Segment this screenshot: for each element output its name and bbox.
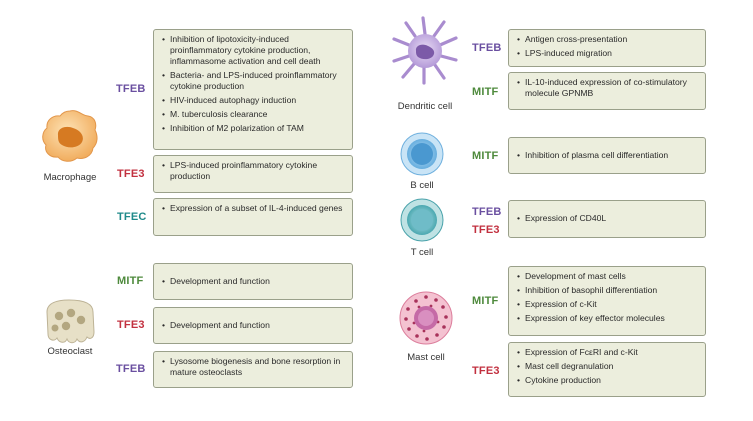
macrophage-tfec-box: Expression of a subset of IL-4-induced g… — [153, 198, 353, 236]
osteoclast-tfeb-box: Lysosome biogenesis and bone resorption … — [153, 351, 353, 388]
macrophage-tfeb-box: Inhibition of lipotoxicity-induced proin… — [153, 29, 353, 150]
tcell-tfeb-label: TFEB — [472, 206, 502, 218]
function-item: IL-10-induced expression of co-stimulato… — [517, 77, 697, 99]
dendritic-mitf-label: MITF — [472, 86, 499, 98]
mastcell-mitf-label: MITF — [472, 295, 499, 307]
function-item: Inhibition of lipotoxicity-induced proin… — [162, 34, 344, 67]
function-item: Bacteria- and LPS-induced proinflammator… — [162, 70, 344, 92]
function-item: Inhibition of basophil differentiation — [517, 285, 697, 296]
osteoclast-mitf-label: MITF — [117, 275, 144, 287]
mastcell-mitf-box: Development of mast cellsInhibition of b… — [508, 266, 706, 336]
t-cell-label: T cell — [410, 247, 434, 258]
function-item: Expression of key effector molecules — [517, 313, 697, 324]
function-item: Cytokine production — [517, 375, 697, 386]
osteoclast-tfe3-label: TFE3 — [117, 319, 145, 331]
macrophage-label: Macrophage — [43, 172, 97, 183]
dendritic-tfeb-label: TFEB — [472, 42, 502, 54]
function-item: LPS-induced migration — [517, 48, 697, 59]
function-item: LPS-induced proinflammatory cytokine pro… — [162, 160, 344, 182]
dendritic-cell-icon — [392, 16, 458, 85]
macrophage-tfec-label: TFEC — [117, 211, 147, 223]
bcell-mitf-label: MITF — [472, 150, 499, 162]
osteoclast-tfeb-label: TFEB — [116, 363, 146, 375]
function-item: Expression of FcεRI and c-Kit — [517, 347, 697, 358]
osteoclast-mitf-box: Development and function — [153, 263, 353, 300]
mast-cell-label: Mast cell — [407, 352, 445, 363]
dendritic-cell-label: Dendritic cell — [397, 101, 453, 112]
tcell-tfe3-label: TFE3 — [472, 224, 500, 236]
function-item: Expression of a subset of IL-4-induced g… — [162, 203, 344, 214]
t-cell-icon — [400, 198, 444, 242]
function-item: Expression of c-Kit — [517, 299, 697, 310]
function-item: HIV-induced autophagy induction — [162, 95, 344, 106]
function-item: Antigen cross-presentation — [517, 34, 697, 45]
mastcell-tfe3-label: TFE3 — [472, 365, 500, 377]
mastcell-tfe3-box: Expression of FcεRI and c-KitMast cell d… — [508, 342, 706, 397]
osteoclast-label: Osteoclast — [47, 346, 93, 357]
tcell-box: Expression of CD40L — [508, 200, 706, 238]
macrophage-icon — [42, 110, 98, 162]
osteoclast-tfe3-box: Development and function — [153, 307, 353, 344]
macrophage-tfeb-label: TFEB — [116, 83, 146, 95]
dendritic-mitf-box: IL-10-induced expression of co-stimulato… — [508, 72, 706, 110]
function-item: Inhibition of M2 polarization of TAM — [162, 123, 344, 134]
dendritic-tfeb-box: Antigen cross-presentationLPS-induced mi… — [508, 29, 706, 67]
function-item: Lysosome biogenesis and bone resorption … — [162, 356, 344, 378]
osteoclast-icon — [46, 299, 95, 344]
function-item: M. tuberculosis clearance — [162, 109, 344, 120]
b-cell-icon — [400, 132, 444, 176]
mast-cell-icon — [399, 291, 453, 345]
macrophage-tfe3-label: TFE3 — [117, 168, 145, 180]
bcell-mitf-box: Inhibition of plasma cell differentiatio… — [508, 137, 706, 174]
b-cell-label: B cell — [410, 180, 434, 191]
function-item: Development and function — [162, 276, 344, 287]
function-item: Expression of CD40L — [517, 213, 697, 224]
macrophage-tfe3-box: LPS-induced proinflammatory cytokine pro… — [153, 155, 353, 193]
function-item: Mast cell degranulation — [517, 361, 697, 372]
function-item: Development and function — [162, 320, 344, 331]
function-item: Inhibition of plasma cell differentiatio… — [517, 150, 697, 161]
function-item: Development of mast cells — [517, 271, 697, 282]
